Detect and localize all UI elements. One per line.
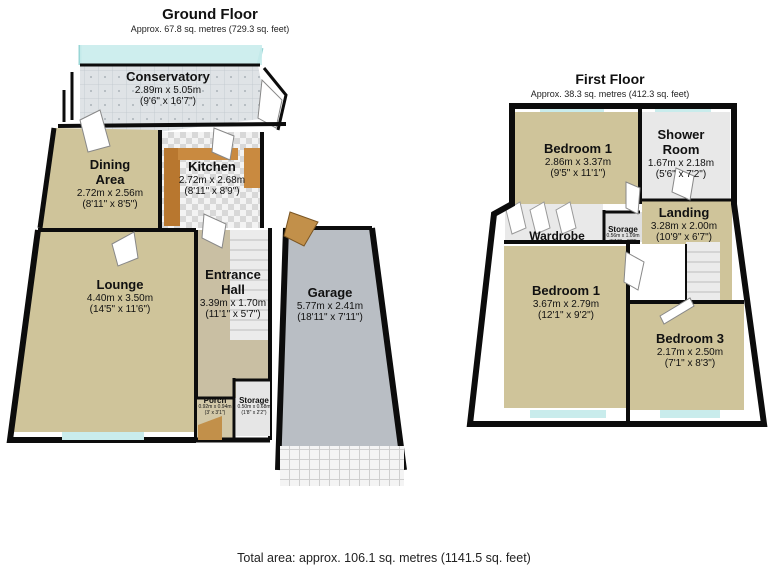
ground-storage-floor [236, 380, 270, 436]
room-metric: 0.56m x 1.09m [606, 233, 640, 240]
room-name: Bedroom 3 [656, 331, 724, 346]
room-metric: 3.28m x 2.00m [650, 220, 718, 232]
garage-label: Garage 5.77m x 2.41m (18'11" x 7'11") [282, 285, 378, 324]
bedroom3-window [660, 410, 720, 418]
kitchen-worktop-left [164, 148, 180, 226]
shower-door [671, 167, 695, 201]
bedroom1-top-door [625, 181, 641, 215]
room-metric: 2.86m x 3.37m [544, 156, 612, 168]
room-name: Wardrobe [529, 229, 585, 243]
room-name-line2: Hall [221, 281, 245, 297]
room-metric: 0.50m x 0.68m [237, 404, 271, 411]
room-metric: 2.72m x 2.68m [178, 174, 246, 186]
room-imperial: (14'5" x 11'6") [89, 304, 151, 316]
dining-door [79, 109, 111, 153]
room-metric: 0.92m x 0.94m [198, 404, 232, 411]
ground-stairs [230, 230, 270, 340]
room-metric: 5.77m x 2.41m [296, 300, 364, 312]
room-imperial: (18'11" x 7'11") [297, 312, 363, 324]
room-imperial: (7'1" x 8'3") [664, 358, 716, 370]
room-metric: 3.67m x 2.79m [532, 298, 600, 310]
room-imperial: (9'5" x 11'1") [550, 168, 606, 180]
room-metric: 1.67m x 2.18m [647, 157, 715, 169]
dining-area-floor [40, 128, 160, 228]
first-storage-label: Storage 0.56m x 1.09m (1'10" x 3'6") [602, 225, 644, 246]
hall-door [201, 213, 227, 249]
garage-door [280, 446, 404, 486]
room-name: Porch [203, 396, 227, 405]
ground-floor-plan [6, 45, 407, 486]
conservatory-label: Conservatory 2.89m x 5.05m (9'6" x 16'7"… [98, 69, 238, 108]
porch-label: Porch 0.92m x 0.94m (3' x 3'1") [190, 396, 240, 417]
room-name: Shower [657, 127, 705, 142]
room-name: Storage [608, 225, 638, 234]
first-floor-area: Approx. 38.3 sq. metres (412.3 sq. feet) [530, 89, 690, 99]
wardrobe-label: Wardrobe [512, 229, 602, 244]
conservatory-floor [80, 65, 268, 132]
kitchen-worktop-right [244, 148, 260, 188]
ground-floor-title: Ground Floor [162, 6, 258, 23]
bedroom3-floor [630, 304, 744, 410]
total-area: Total area: approx. 106.1 sq. metres (11… [237, 551, 531, 565]
room-name-line2: Area [95, 171, 125, 187]
bedroom1-lower-floor [504, 246, 628, 408]
room-name: Lounge [96, 277, 144, 292]
lounge-floor [10, 230, 196, 432]
garage-side-door [283, 211, 319, 247]
room-metric: 3.39m x 1.70m [199, 297, 267, 309]
room-metric: 2.17m x 2.50m [656, 346, 724, 358]
bedroom3-label: Bedroom 3 2.17m x 2.50m (7'1" x 8'3") [634, 331, 746, 370]
room-metric: 4.40m x 3.50m [86, 292, 154, 304]
wardrobe-doors [505, 201, 577, 235]
lounge-label: Lounge 4.40m x 3.50m (14'5" x 11'6") [60, 277, 180, 316]
bedroom1-top-label: Bedroom 1 2.86m x 3.37m (9'5" x 11'1") [518, 141, 638, 180]
first-floor-title: First Floor [575, 71, 645, 87]
room-metric: 2.89m x 5.05m [134, 84, 202, 96]
first-floor-plan [466, 103, 768, 427]
room-name: Dining [89, 157, 131, 172]
room-name: Entrance [205, 267, 261, 282]
room-imperial: (11'1" x 5'7") [205, 309, 261, 321]
room-imperial: (10'9" x 6'7") [656, 232, 712, 244]
lounge-window [62, 432, 144, 440]
room-imperial: (1'10" x 3'6") [609, 238, 637, 245]
room-name: Garage [307, 285, 353, 300]
kitchen-door [211, 127, 235, 161]
room-name-line2: Room [662, 141, 700, 157]
room-name: Bedroom 1 [532, 283, 600, 298]
bedroom1-lower-label: Bedroom 1 3.67m x 2.79m (12'1" x 9'2") [506, 283, 626, 322]
room-name: Bedroom 1 [544, 141, 612, 156]
entrance-hall-label: Entrance Hall 3.39m x 1.70m (11'1" x 5'7… [188, 267, 278, 321]
room-imperial: (8'11" x 8'9") [184, 186, 240, 198]
room-name: Landing [658, 205, 710, 220]
conservatory-side-door [257, 78, 283, 129]
conservatory-back-glass [80, 45, 262, 65]
shower-room-label: Shower Room 1.67m x 2.18m (5'6" x 7'2") [636, 127, 726, 181]
bedroom3-door [659, 297, 695, 325]
first-stairs [686, 242, 720, 300]
room-imperial: (5'6" x 7'2") [655, 169, 707, 181]
room-metric: 2.72m x 2.56m [76, 187, 144, 199]
room-imperial: (1'8" x 2'2") [241, 409, 267, 416]
garage-floor [278, 228, 404, 470]
landing-label: Landing 3.28m x 2.00m (10'9" x 6'7") [636, 205, 732, 244]
ground-floor-area: Approx. 67.8 sq. metres (729.3 sq. feet) [130, 24, 290, 34]
room-name: Storage [239, 396, 269, 405]
first-storage-floor [604, 212, 642, 242]
porch-door [198, 416, 222, 440]
room-imperial: (3' x 3'1") [204, 409, 226, 416]
room-imperial: (8'11" x 8'5") [82, 199, 138, 211]
bedroom1-top-floor [512, 112, 638, 204]
kitchen-label: Kitchen 2.72m x 2.68m (8'11" x 8'9") [160, 159, 264, 198]
bedroom1-lower-window [530, 410, 606, 418]
bedroom1-lower-door [623, 251, 645, 291]
room-imperial: (12'1" x 9'2") [538, 310, 594, 322]
room-name: Conservatory [126, 69, 210, 84]
room-imperial: (9'6" x 16'7") [140, 96, 196, 108]
ground-storage-label: Storage 0.50m x 0.68m (1'8" x 2'2") [234, 396, 274, 417]
room-name: Kitchen [188, 159, 236, 174]
dining-area-label: Dining Area 2.72m x 2.56m (8'11" x 8'5") [60, 157, 160, 211]
lounge-door [111, 231, 139, 267]
